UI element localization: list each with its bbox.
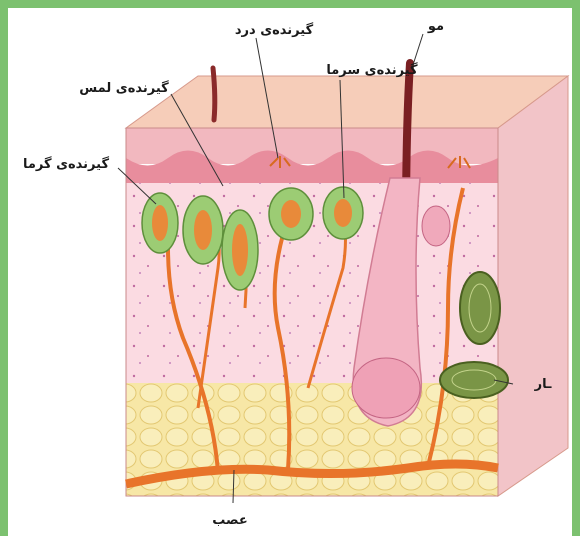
hair-bulb [352,358,420,418]
skin-diagram: گیرنده‌ی درد مو گیرنده‌ی لمس گیرنده‌ی سر… [8,8,572,536]
nerve-label: عصب [212,513,247,528]
pressure-label: ـار [534,377,552,392]
touch-receptor-label: گیرنده‌ی لمس [79,80,169,96]
cold-receptor-label: گیرنده‌ی سرما [326,62,418,78]
skin-side-face [498,76,568,496]
hair-label: مو [427,19,444,34]
pain-receptor-label: گیرنده‌ی درد [235,22,314,38]
sebaceous-gland [422,206,450,246]
skin-surface [126,76,568,128]
small-hair [213,68,215,120]
heat-receptor-label: گیرنده‌ی گرما [23,156,109,172]
diagram-frame: گیرنده‌ی درد مو گیرنده‌ی لمس گیرنده‌ی سر… [8,8,572,536]
